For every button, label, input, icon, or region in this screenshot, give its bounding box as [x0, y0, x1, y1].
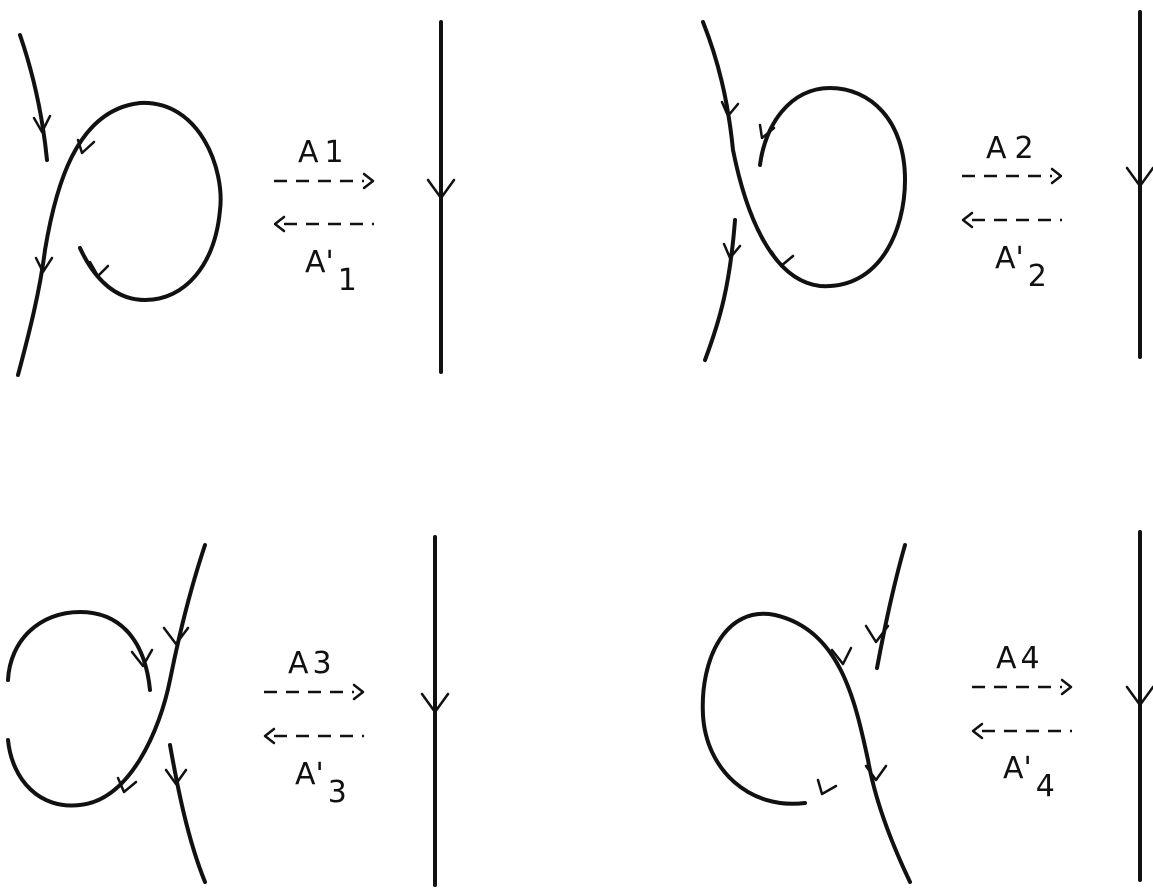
loop-2 — [701, 20, 907, 289]
arrowhead-right-icon — [1060, 678, 1073, 696]
direction-arrow-icon — [76, 138, 96, 155]
arrowhead-left-icon — [273, 215, 286, 233]
curl-strand-2 — [701, 20, 907, 362]
arrowhead-left-icon — [263, 727, 276, 745]
inverse-move-label-1: A'1 — [305, 245, 357, 298]
direction-arrow-icon — [420, 692, 450, 714]
loop-4 — [700, 611, 912, 884]
strand-lower-3 — [168, 743, 207, 884]
arrowhead-left-icon — [971, 722, 984, 740]
strand-upper-4 — [875, 543, 907, 670]
direction-arrow-icon — [864, 764, 888, 782]
curl-strand-4 — [700, 543, 912, 884]
arrowhead-left-icon — [961, 211, 974, 229]
inverse-move-label-3: A'3 — [295, 757, 347, 810]
loop-1 — [16, 100, 223, 377]
direction-arrow-icon — [426, 178, 456, 200]
inverse-move-label-4: A'4 — [1003, 751, 1055, 804]
direction-arrow-icon — [816, 778, 838, 796]
direction-arrow-icon — [88, 260, 110, 278]
direction-arrow-icon — [770, 250, 795, 268]
direction-arrow-icon — [130, 648, 154, 668]
direction-arrow-icon — [830, 646, 853, 666]
curl-strand-1 — [16, 33, 223, 377]
direction-arrow-icon — [1125, 685, 1153, 707]
direction-arrow-icon — [1125, 166, 1153, 188]
arrowhead-right-icon — [362, 172, 375, 190]
direction-arrow-icon — [720, 100, 740, 118]
direction-arrow-icon — [164, 768, 188, 786]
direction-arrow-icon — [758, 123, 776, 140]
direction-arrow-icon — [34, 256, 54, 274]
loop-arc-3 — [6, 610, 152, 692]
arrowhead-right-icon — [352, 683, 365, 701]
direction-arrow-icon — [864, 624, 890, 644]
strand-upper-1 — [18, 33, 49, 162]
loop-3 — [6, 543, 207, 808]
curl-strand-3 — [6, 543, 207, 884]
direction-arrow-icon — [32, 114, 52, 134]
direction-arrow-icon — [162, 626, 190, 646]
direction-arrow-icon — [722, 242, 742, 260]
arrowhead-right-icon — [1050, 167, 1063, 185]
strand-lower-2 — [703, 218, 737, 362]
inverse-move-label-2: A'2 — [995, 241, 1047, 294]
direction-arrow-icon — [116, 776, 138, 794]
